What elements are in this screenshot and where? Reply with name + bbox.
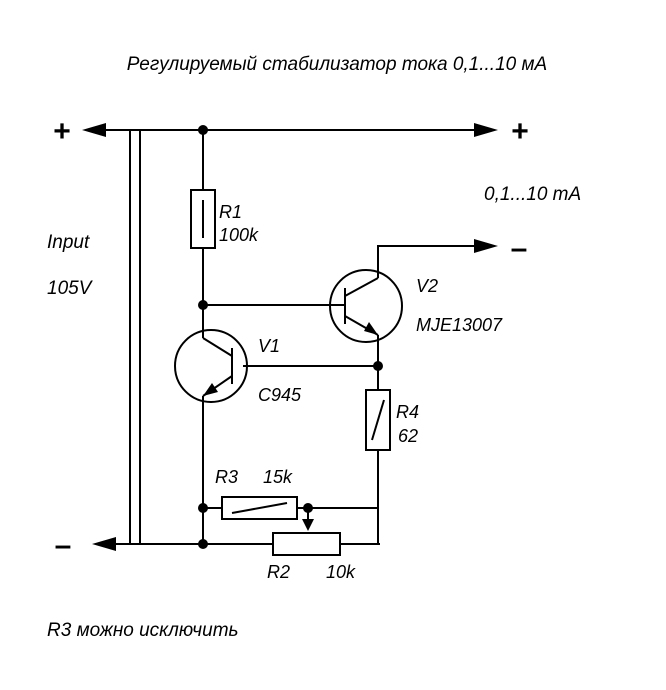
v2-body-circle	[329, 269, 403, 343]
footnote: R3 можно исключить	[47, 620, 239, 641]
junction-dot	[198, 539, 208, 549]
output-minus-arrow	[474, 239, 498, 253]
v1-body-circle	[174, 329, 248, 403]
input-voltage-label: 105V	[47, 278, 94, 299]
v1-collector-lead	[202, 337, 233, 357]
v2-part-label: MJE13007	[416, 315, 503, 335]
r4-ref-label: R4	[396, 402, 419, 422]
r1-ref-label: R1	[219, 202, 242, 222]
r2-potentiometer	[272, 532, 341, 556]
r4-value-label: 62	[398, 426, 418, 446]
v2-emitter-arrow	[364, 322, 378, 335]
input-plus-sign: +	[53, 115, 71, 148]
r3-value-label: 15k	[263, 467, 293, 487]
r2-wiper-arrow	[302, 519, 314, 531]
junction-dot	[373, 361, 383, 371]
junctions	[198, 125, 383, 549]
input-plus-arrow	[82, 123, 106, 137]
v2-ref-label: V2	[416, 276, 438, 296]
junction-dot	[198, 503, 208, 513]
v1-emitter-arrow	[203, 383, 218, 396]
junction-dot	[303, 503, 313, 513]
v1-part-label: C945	[258, 385, 302, 405]
v2-collector-lead	[344, 277, 379, 297]
output-plus-sign: +	[511, 115, 529, 148]
input-minus-arrow	[92, 537, 116, 551]
v2-transistor	[329, 269, 403, 343]
diagram-title: Регулируемый стабилизатор тока 0,1...10 …	[127, 54, 547, 75]
r2-ref-label: R2	[267, 562, 290, 582]
v1-transistor	[174, 329, 248, 403]
junction-dot	[198, 300, 208, 310]
output-minus-sign: –	[511, 232, 528, 265]
r2-value-label: 10k	[326, 562, 356, 582]
r3-inner-line	[231, 502, 288, 514]
v1-ref-label: V1	[258, 336, 280, 356]
junction-dot	[198, 125, 208, 135]
v2-collector-wire	[377, 245, 480, 278]
r4-inner-line	[371, 399, 385, 441]
r3-ref-label: R3	[215, 467, 238, 487]
input-minus-sign: –	[55, 529, 72, 562]
wires	[100, 129, 480, 545]
r1-value-label: 100k	[219, 225, 259, 245]
output-current-range: 0,1...10 mA	[484, 184, 581, 205]
output-plus-arrow	[474, 123, 498, 137]
input-label: Input	[47, 232, 90, 253]
